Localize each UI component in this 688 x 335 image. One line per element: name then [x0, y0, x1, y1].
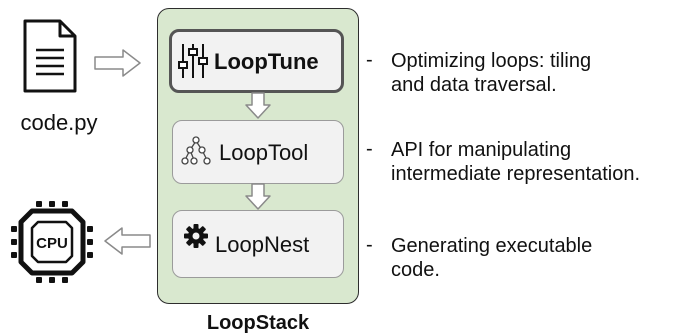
bullet-dash: - — [366, 234, 373, 256]
looptune-description-line-2: and data traversal. — [391, 74, 557, 96]
loopnest-description-line-2: code. — [391, 259, 440, 281]
file-label: code.py — [20, 110, 98, 135]
bullet-dash: - — [366, 138, 373, 160]
cpu-icon: CPU — [11, 201, 93, 283]
loopnest-description-line-1: Generating executable — [391, 235, 593, 257]
looptune-description-line-1: Optimizing loops: tiling — [391, 50, 592, 72]
arrow-right — [94, 49, 141, 77]
looptool-label: LoopTool — [219, 140, 309, 165]
cpu-label: CPU — [36, 235, 68, 252]
sliders-icon — [178, 44, 208, 78]
gear-icon — [184, 224, 208, 248]
looptune-box: LoopTune — [169, 29, 344, 93]
tree-icon — [181, 136, 211, 165]
arrow-left — [104, 227, 151, 255]
file-icon — [23, 19, 77, 93]
looptune-label: LoopTune — [214, 49, 319, 74]
loopstack-title: LoopStack — [206, 312, 310, 334]
arrow-down — [245, 183, 271, 210]
loopnest-label: LoopNest — [215, 232, 310, 257]
looptune-description: Optimizing loops: tiling and data traver… — [391, 49, 661, 97]
bullet-dash: - — [366, 49, 373, 71]
looptool-description: API for manipulating intermediate repres… — [391, 138, 681, 186]
looptool-description-line-2: intermediate representation. — [391, 163, 641, 185]
loopnest-description: Generating executable code. — [391, 234, 661, 282]
looptool-box: LoopTool — [172, 120, 344, 184]
looptool-description-line-1: API for manipulating — [391, 139, 572, 161]
arrow-down — [245, 92, 271, 119]
loopnest-box: LoopNest — [172, 210, 344, 278]
